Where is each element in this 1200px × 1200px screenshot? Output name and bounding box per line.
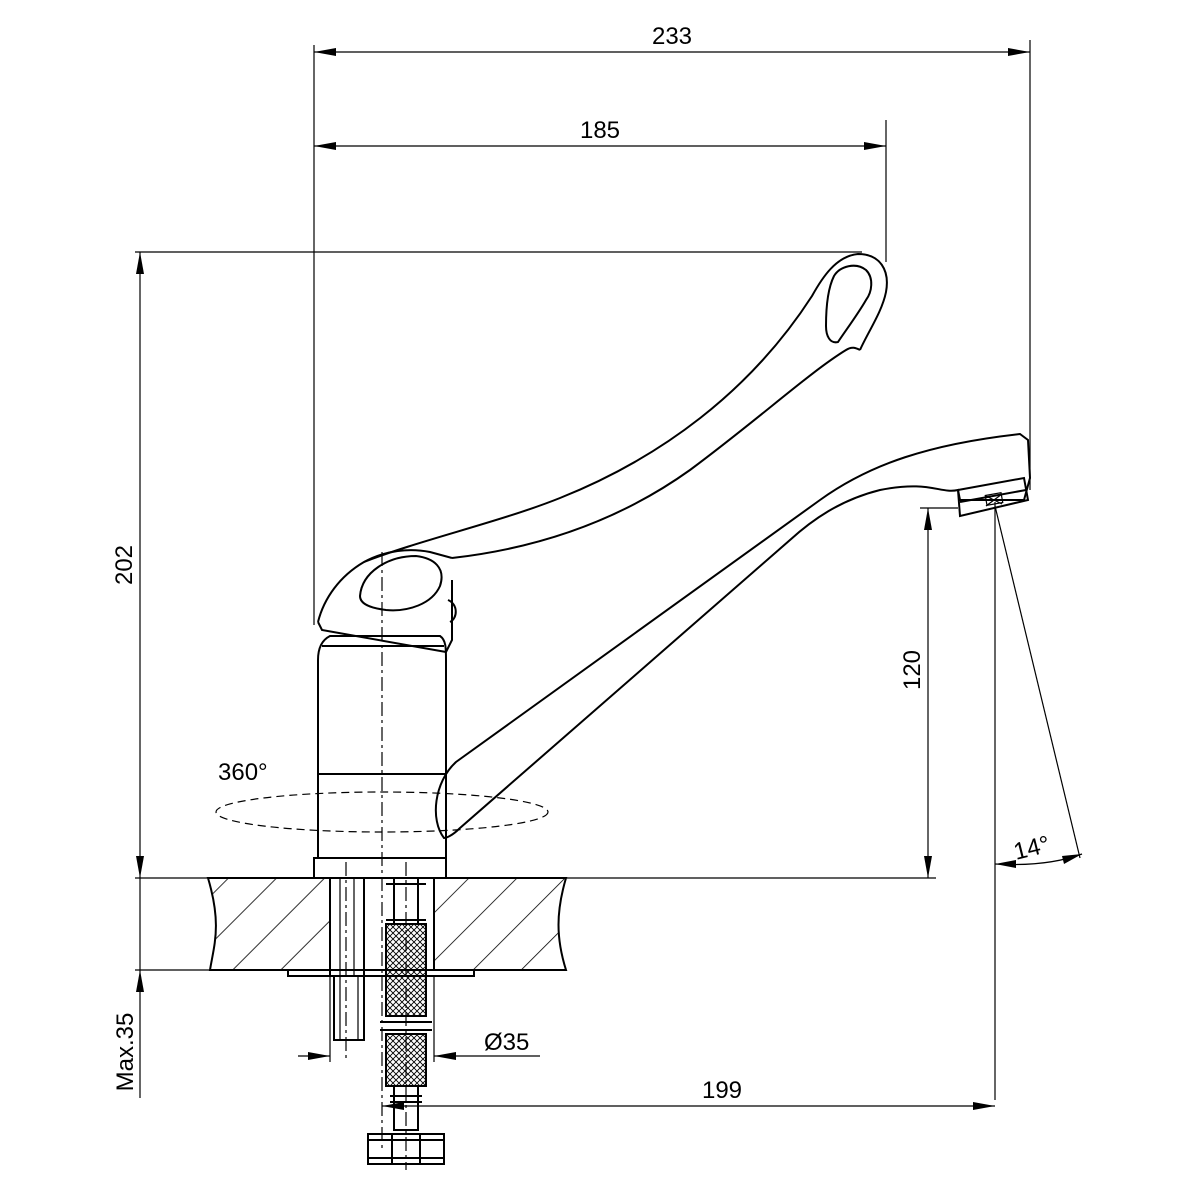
dimension-overall-height: 202: [111, 251, 862, 878]
dimension-spout-height: 120: [899, 507, 958, 878]
dimension-label-max35: Max.35: [112, 1013, 139, 1092]
spout: [434, 432, 1032, 840]
dimension-handle-reach: 185: [314, 117, 887, 262]
dimension-label-202: 202: [111, 545, 138, 585]
faucet-body: [313, 549, 457, 879]
rotation-indicator: 360°: [215, 759, 549, 833]
dimension-label-233: 233: [652, 23, 692, 50]
dimension-label-199: 199: [702, 1077, 742, 1104]
dimension-label-diameter: Ø35: [484, 1029, 529, 1056]
flex-hose: [367, 877, 445, 1165]
dimension-spout-angle: 14°: [994, 502, 1083, 1100]
rotation-label: 360°: [218, 759, 268, 786]
dimension-label-120: 120: [899, 650, 926, 690]
dimension-overall-width: 233: [313, 23, 1031, 625]
dimension-label-185: 185: [580, 117, 620, 144]
countertop-section: [206, 877, 568, 977]
dimension-hole-diameter: Ø35: [298, 976, 540, 1062]
lever-handle: [363, 252, 888, 563]
dimension-spout-reach: 199: [382, 1077, 995, 1110]
dimension-max-thickness: Max.35: [112, 878, 144, 1098]
mounting-stud: [329, 877, 365, 1041]
dimension-label-angle: 14°: [1011, 831, 1053, 866]
